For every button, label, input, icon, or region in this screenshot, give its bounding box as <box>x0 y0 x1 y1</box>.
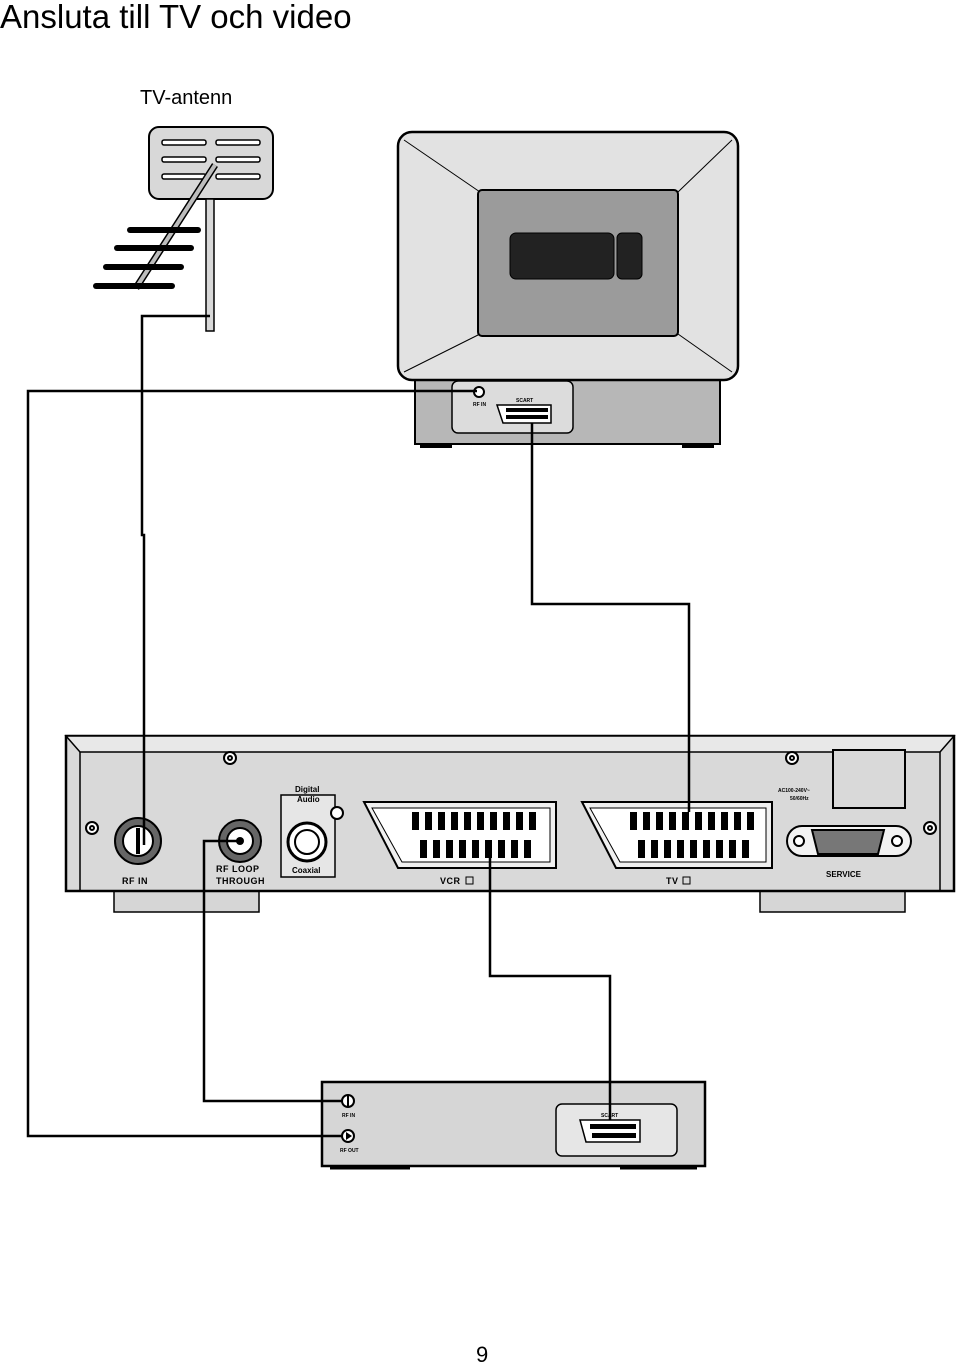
receiver-rf-loop-label-1: RF LOOP <box>216 864 260 874</box>
receiver: RF IN RF LOOP THROUGH Digital Audio Coax… <box>64 734 956 913</box>
coaxial-label: Coaxial <box>292 866 320 875</box>
vcr-scart-port <box>362 801 557 869</box>
tv-scart-label: TV <box>666 876 679 886</box>
cable-antenna-to-rf-in <box>140 314 210 845</box>
digital-audio-label-2: Audio <box>297 795 320 804</box>
cable-tv-rf-to-vcr-rf-out <box>26 389 477 1138</box>
power-label-2: 50/60Hz <box>790 796 809 802</box>
cable-rf-loop-to-vcr-rf-in <box>202 839 343 1103</box>
tv-antenna: TV-antenn <box>93 87 274 332</box>
vcr-rf-out-label: RF OUT <box>340 1148 359 1154</box>
receiver-rf-in-label: RF IN <box>122 876 148 886</box>
vcr: RF IN RF OUT SCART <box>320 1080 707 1170</box>
vcr-scart-label: VCR <box>440 876 461 886</box>
cables <box>26 314 691 1138</box>
power-label-1: AC100-240V~ <box>778 788 810 794</box>
cable-vcr-scart <box>488 850 612 1120</box>
page-number: 9 <box>476 1342 489 1367</box>
television: RF IN SCART <box>396 130 740 448</box>
tv-scart-label: SCART <box>516 398 533 404</box>
service-port <box>786 825 912 857</box>
antenna-label: TV-antenn <box>140 87 232 109</box>
tv-rf-in-label: RF IN <box>473 402 486 408</box>
cable-tv-scart <box>530 423 691 812</box>
receiver-rf-loop-label-2: THROUGH <box>216 876 265 886</box>
service-label: SERVICE <box>826 870 862 879</box>
digital-audio-label-1: Digital <box>295 785 319 794</box>
tv-scart-port <box>580 801 773 869</box>
vcr-rf-in-label: RF IN <box>342 1113 355 1119</box>
page-title: Ansluta till TV och video <box>0 0 352 35</box>
